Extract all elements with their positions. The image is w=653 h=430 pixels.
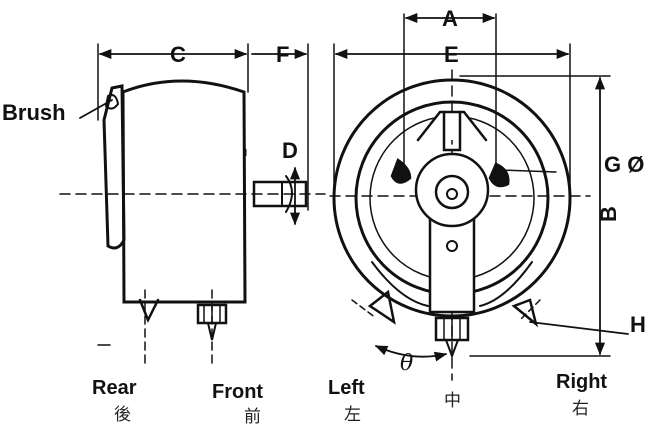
label-b: B <box>596 206 621 222</box>
label-rear: Rear <box>92 377 137 399</box>
label-right-cjk: 右 <box>572 399 589 419</box>
label-rear-cjk: 後 <box>114 405 131 425</box>
brush-leader <box>79 99 113 119</box>
label-left: Left <box>328 377 365 399</box>
rear-brush-bracket <box>102 84 126 250</box>
hub-inner <box>434 174 470 210</box>
label-theta: θ <box>400 351 413 376</box>
label-front-cjk: 前 <box>244 407 261 427</box>
shaft-center <box>446 188 458 200</box>
dimension-h-leader <box>529 321 629 335</box>
dimension-g-leader <box>499 169 557 173</box>
top-brush <box>416 110 488 142</box>
label-center-cjk: 中 <box>444 391 461 411</box>
front-view <box>329 12 629 381</box>
left-terminal <box>367 289 396 325</box>
label-e: E <box>444 42 459 67</box>
rear-terminal <box>138 298 160 324</box>
label-front: Front <box>212 381 263 403</box>
label-brush: Brush <box>2 100 66 125</box>
label-right: Right <box>556 371 607 393</box>
label-g: G Ø <box>604 152 644 177</box>
label-c: C <box>170 42 186 67</box>
label-f: F <box>276 42 289 67</box>
label-d: D <box>282 138 298 163</box>
right-lug <box>488 162 510 188</box>
label-h: H <box>630 312 646 337</box>
left-lug <box>390 158 412 184</box>
theta-arc <box>374 345 448 362</box>
label-a: A <box>442 6 458 31</box>
side-body-outline <box>121 79 247 304</box>
label-left-cjk: 左 <box>344 405 361 425</box>
right-terminal <box>511 298 539 328</box>
side-view <box>59 43 326 366</box>
